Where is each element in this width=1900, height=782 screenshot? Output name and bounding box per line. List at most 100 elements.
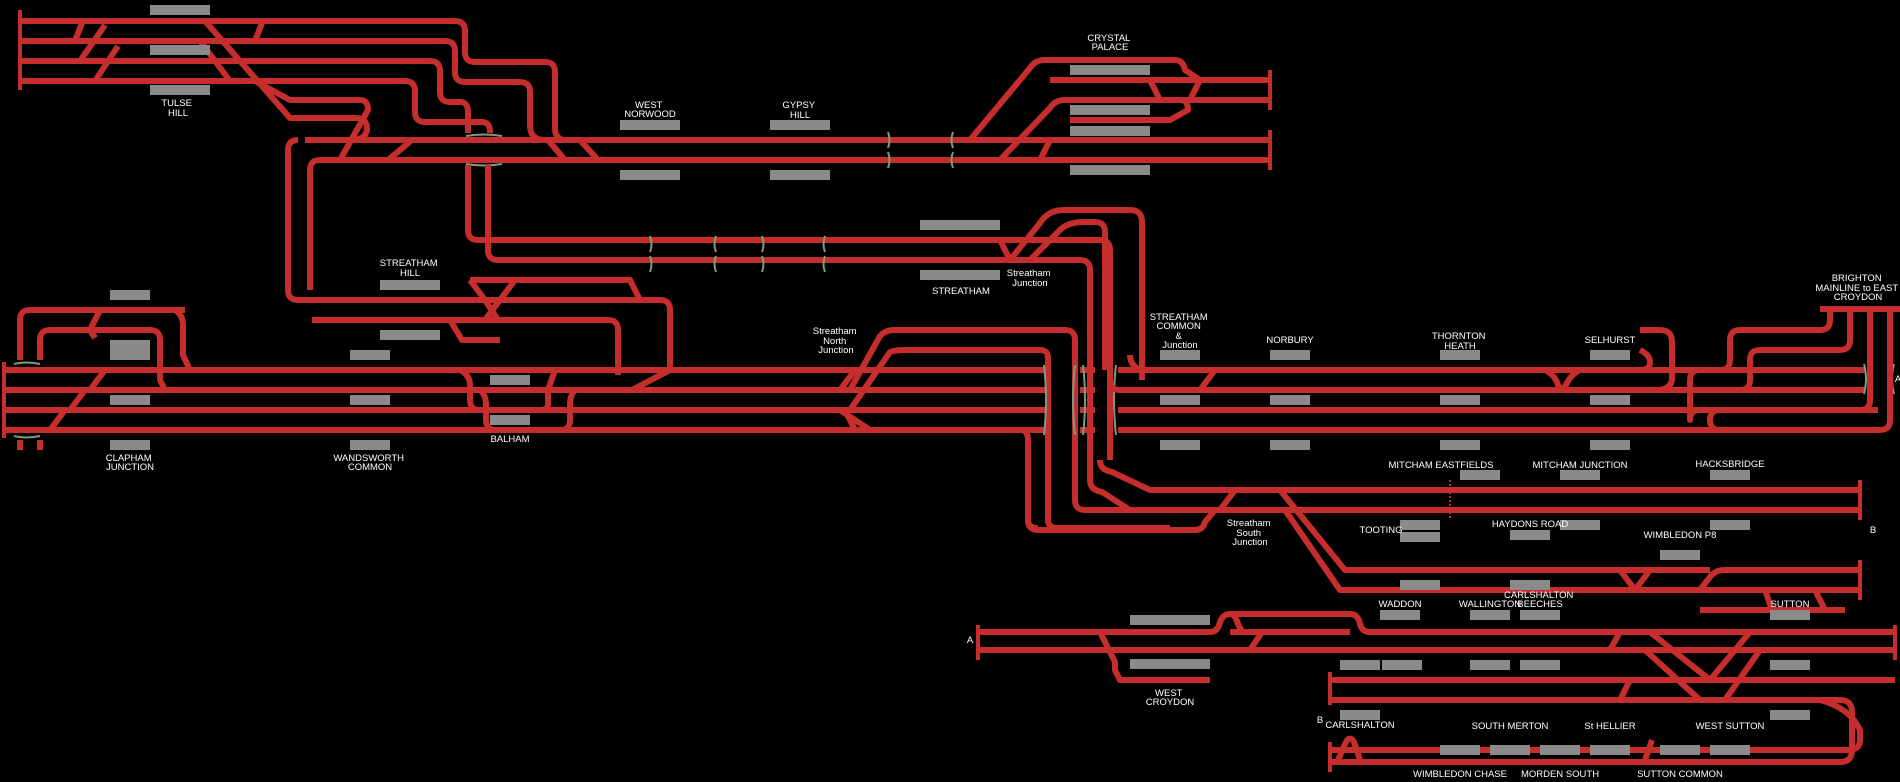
platform [1130,615,1210,625]
track [20,58,471,133]
platform [1440,745,1480,755]
west-croydon-sutton-tracks: A WEST CROYDON WADDON WALLINGTON CARLSHA… [967,590,1897,708]
platform [920,270,1000,280]
insulated-joint [713,235,717,253]
track [20,18,1270,143]
platform [1590,440,1630,450]
track [458,367,481,413]
crossover [1037,138,1053,162]
crossover [842,408,858,432]
platform [110,395,150,405]
track [485,165,1025,263]
crossover [1607,630,1623,652]
track [1707,309,1893,433]
insulated-joint [1113,364,1117,436]
track [1330,697,1863,753]
station-label-west-croydon: WEST CROYDON [1146,688,1195,708]
marker-a-left: A [967,635,974,646]
crossover [545,138,568,162]
platform [1510,580,1550,590]
platform [1770,660,1810,670]
track [847,327,1180,513]
crossover [1543,367,1582,392]
station-label-carshalton-beeches: CARLSHALTON BEECHES [1504,590,1576,610]
platform [150,5,210,15]
track [1638,347,1653,373]
platform [490,415,530,425]
track [465,165,1040,243]
platform [1770,610,1810,620]
station-label-sutton: SUTTON [1771,599,1810,610]
station-label-wandsworth-common: WANDSWORTH COMMON [333,453,406,473]
crossover [87,308,103,332]
main-line-tracks: BALHAM CLAPHAM JUNCTION WANDSWORTH COMMO… [2,273,1900,531]
platform [380,280,440,290]
platform [920,220,1000,230]
track [1687,309,1873,423]
crossover [1147,78,1163,102]
crossover [1617,568,1653,593]
platform [1490,745,1530,755]
platform [350,395,390,405]
track [1640,327,1675,393]
platform [1470,660,1510,670]
platform [150,85,210,95]
station-label-streatham-hill: STREATHAM HILL [380,258,441,279]
station-label-mitcham-junction: MITCHAM JUNCTION [1533,460,1628,471]
insulated-joint [822,255,826,273]
platform [1340,710,1380,720]
track [285,137,673,370]
platform [770,170,830,180]
crossover [386,137,414,163]
station-label-st-helier: St HELLIER [1584,721,1635,732]
crossover [630,367,672,393]
track [1025,257,1093,480]
platform [110,340,150,360]
track [1107,370,1121,393]
platform [1540,745,1580,755]
insulated-joint [1072,364,1076,436]
insulated-joint [649,235,653,253]
station-label-morden-south: MORDEN SOUTH [1521,769,1599,780]
track [1697,567,1860,592]
platform [1660,550,1700,560]
platform [1460,470,1500,480]
insulated-joint [465,163,503,167]
track [1007,207,1145,380]
station-label-wimbledon-p8: WIMBLEDON P8 [1644,530,1717,541]
insulated-joint [822,235,826,253]
platform [1590,395,1630,405]
insulated-joint [465,133,503,137]
track [307,157,321,290]
platform [1400,520,1440,530]
station-label-thornton-heath: THORNTON HEATH [1432,331,1488,352]
platform [380,330,440,340]
track [20,78,493,135]
platform [150,45,210,55]
crossover [1648,629,1712,683]
crossover [202,19,243,63]
platform [1160,440,1200,450]
platform [1382,660,1422,670]
crossover [1247,630,1265,652]
track [978,611,1895,635]
station-label-selhurst: SELHURST [1585,335,1636,346]
crossover [252,21,265,43]
track [967,57,1202,142]
station-label-haydons-road: HAYDONS ROAD [1492,519,1569,530]
platform [1770,710,1810,720]
insulated-joint [713,255,717,273]
platform [1270,440,1310,450]
crossover [1707,630,1753,682]
insulated-joint [887,131,891,149]
platform [1520,660,1560,670]
crossover [1187,78,1203,102]
track [1330,697,1855,765]
crossover [997,238,1013,262]
station-label-gypsy-hill: GYPSY HILL [782,100,817,121]
station-label-norbury: NORBURY [1266,335,1314,346]
station-label-clapham-junction: CLAPHAM JUNCTION [106,453,155,473]
platform [490,375,530,385]
junction-label-streatham-junction: Streatham Junction [1007,268,1053,289]
platform [1130,659,1210,669]
